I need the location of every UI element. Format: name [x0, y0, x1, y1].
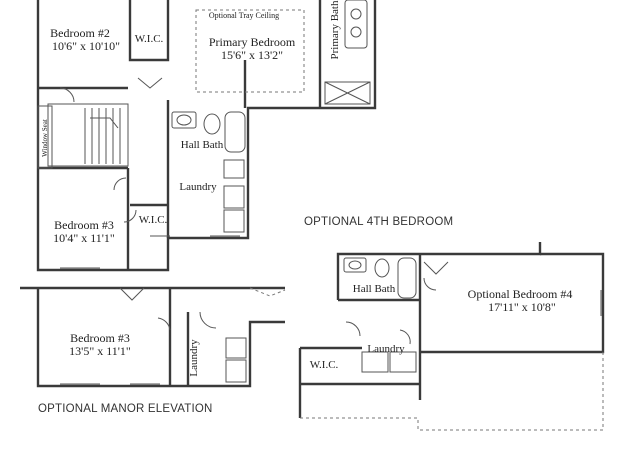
opt-laundry-label: Laundry [367, 343, 405, 355]
bedroom3-name: Bedroom #3 [54, 218, 114, 232]
manor-bedroom3-dims: 13'5" x 11'1" [69, 344, 131, 358]
primary-bedroom-name: Primary Bedroom [209, 35, 296, 49]
laundry-label: Laundry [179, 181, 217, 193]
caption-optional-manor-elevation: OPTIONAL MANOR ELEVATION [38, 403, 213, 415]
opt-bedroom4-name: Optional Bedroom #4 [468, 287, 573, 301]
primary-bedroom-dims: 15'6" x 13'2" [221, 48, 283, 62]
opt-wic-label: W.I.C. [310, 359, 339, 371]
manor-bedroom3-name: Bedroom #3 [70, 331, 130, 345]
stair-treads [84, 108, 121, 164]
manor-laundry-label: Laundry [188, 339, 200, 377]
opt-bedroom4-dims: 17'11" x 10'8" [488, 300, 556, 314]
main-floor-plan [36, 0, 377, 272]
caption-optional-4th-bedroom: OPTIONAL 4TH BEDROOM [304, 216, 453, 228]
bedroom3-dims: 10'4" x 11'1" [53, 231, 115, 245]
bedroom2-dims: 10'6" x 10'10" [52, 39, 120, 53]
wic-mid-label: W.I.C. [139, 214, 168, 226]
bedroom2-name: Bedroom #2 [50, 26, 110, 40]
manor-elevation-plan [20, 286, 286, 388]
opt-hall-bath-label: Hall Bath [353, 283, 396, 295]
window-seat-label: Window Seat [41, 119, 49, 157]
optional-4th-bedroom-plan [298, 242, 605, 431]
wic-top-label: W.I.C. [135, 33, 164, 45]
primary-bath-label: Primary Bath [329, 0, 341, 59]
tray-ceiling-note: Optional Tray Ceiling [209, 11, 279, 20]
hall-bath-label: Hall Bath [181, 139, 224, 151]
